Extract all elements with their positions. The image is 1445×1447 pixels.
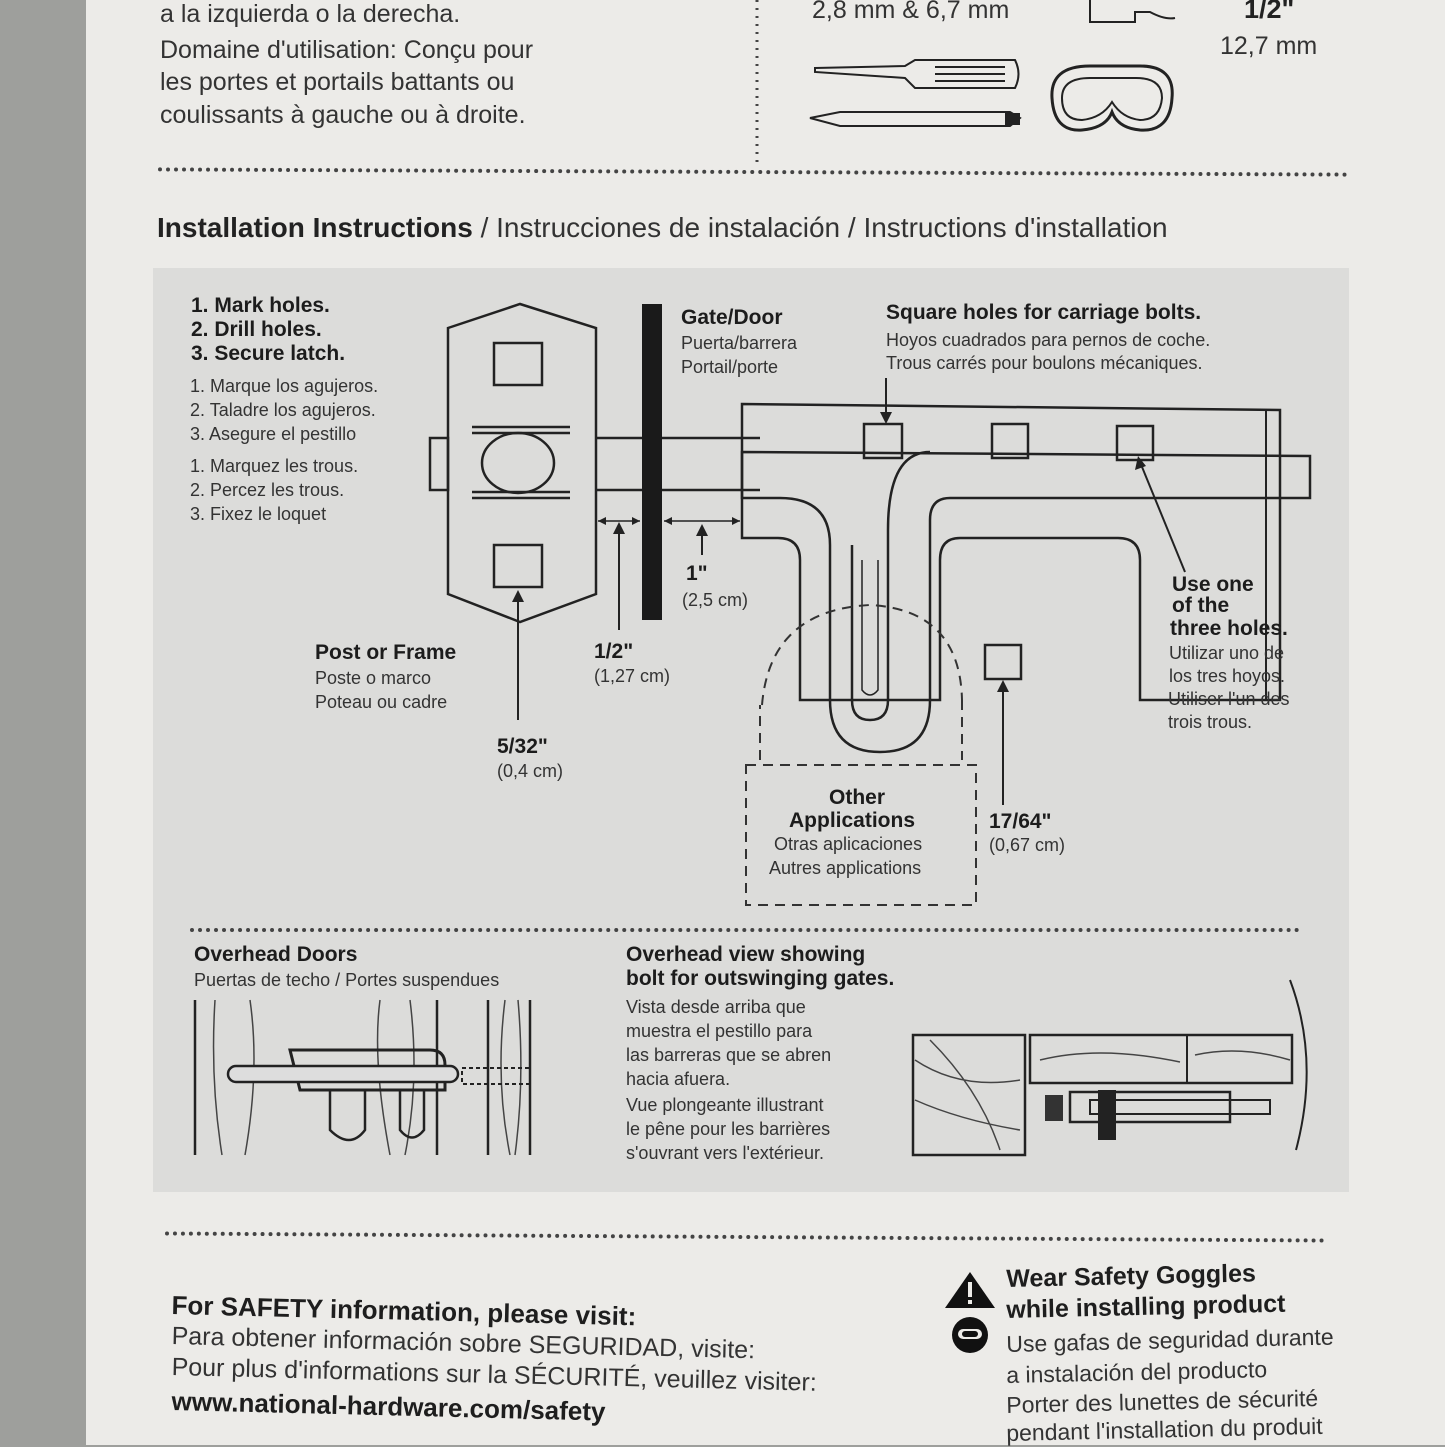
one-inch-label: 1" — [686, 562, 708, 585]
intro-line-2: Domaine d'utilisation: Conçu pour — [160, 36, 534, 64]
warning-icon — [945, 1272, 995, 1308]
one-inch-cm: (2,5 cm) — [682, 590, 749, 610]
square-holes-es: Hoyos cuadrados para pernos de coche. — [886, 330, 1211, 350]
half-inch-cm: (1,27 cm) — [594, 666, 671, 686]
step-fr-3: 3. Fixez le loquet — [190, 504, 327, 524]
view-es-1: Vista desde arriba que — [626, 997, 806, 1017]
intro-line-1: a la izquierda o la derecha. — [160, 0, 461, 28]
five32-cm: (0,4 cm) — [497, 761, 564, 781]
step-fr-2: 2. Percez les trous. — [190, 480, 345, 500]
seventeen-cm: (0,67 cm) — [989, 835, 1066, 855]
square-holes-label: Square holes for carriage bolts. — [886, 301, 1202, 324]
step-es-3: 3. Asegure el pestillo — [190, 424, 357, 444]
post-label-es: Poste o marco — [315, 668, 432, 688]
view-es-3: las barreras que se abren — [626, 1045, 832, 1065]
overhead-doors-sub: Puertas de techo / Portes suspendues — [194, 970, 500, 990]
five32-label: 5/32" — [497, 735, 548, 758]
overhead-doors-title: Overhead Doors — [194, 943, 358, 966]
bit-metric: 12,7 mm — [1220, 32, 1318, 60]
overhead-view-title-1: Overhead view showing — [626, 943, 866, 966]
seventeen-label: 17/64" — [989, 810, 1052, 833]
gate-label: Gate/Door — [681, 306, 783, 329]
step-en-2: 2. Drill holes. — [191, 318, 322, 341]
panel-divider — [190, 928, 1300, 932]
step-fr-1: 1. Marquez les trous. — [190, 456, 359, 476]
use-one-es-1: Utilizar uno de — [1169, 643, 1285, 663]
use-one-label-1: Use one — [1172, 573, 1254, 596]
half-inch-label: 1/2" — [594, 640, 634, 663]
other-app-es: Otras aplicaciones — [774, 834, 923, 854]
diagram-panel — [153, 268, 1349, 1192]
use-one-fr-1: Utiliser l'un des — [1168, 689, 1290, 709]
goggles-icon — [952, 1317, 988, 1353]
step-en-3: 3. Secure latch. — [191, 342, 346, 365]
view-fr-1: Vue plongeante illustrant — [626, 1095, 824, 1115]
other-app-label-2: Applications — [789, 809, 916, 832]
use-one-label-3: three holes. — [1170, 617, 1288, 640]
drill-sizes: 2,8 mm & 6,7 mm — [812, 0, 1010, 24]
section-title: Installation Instructions / Instruccione… — [157, 212, 1168, 244]
step-en-1: 1. Mark holes. — [191, 294, 330, 317]
bit-size: 1/2" — [1244, 0, 1295, 24]
title-en: Installation Instructions — [157, 212, 473, 243]
intro-line-3: les portes et portails battants ou — [160, 68, 515, 96]
view-fr-2: le pêne pour les barrières — [626, 1119, 831, 1139]
post-label: Post or Frame — [315, 641, 457, 664]
square-holes-fr: Trous carrés pour boulons mécaniques. — [886, 353, 1203, 373]
other-app-label-1: Other — [829, 786, 886, 809]
gate-label-es: Puerta/barrera — [681, 333, 798, 353]
view-es-4: hacia afuera. — [626, 1069, 731, 1089]
gate-label-fr: Portail/porte — [681, 357, 779, 377]
use-one-fr-2: trois trous. — [1168, 712, 1253, 732]
view-fr-3: s'ouvrant vers l'extérieur. — [626, 1143, 824, 1163]
step-es-1: 1. Marque los agujeros. — [190, 376, 379, 396]
goggles-heading-1: Wear Safety Goggles — [1006, 1259, 1257, 1293]
post-label-fr: Poteau ou cadre — [315, 692, 448, 712]
other-app-fr: Autres applications — [769, 858, 922, 878]
use-one-es-2: los tres hoyos. — [1169, 666, 1286, 686]
use-one-label-2: of the — [1172, 594, 1230, 617]
intro-line-4: coulissants à gauche ou à droite. — [160, 101, 526, 129]
title-translations: / Instrucciones de instalación / Instruc… — [472, 212, 1168, 243]
overhead-view-title-2: bolt for outswinging gates. — [626, 967, 895, 990]
view-es-2: muestra el pestillo para — [626, 1021, 813, 1041]
step-es-2: 2. Taladre los agujeros. — [190, 400, 376, 420]
